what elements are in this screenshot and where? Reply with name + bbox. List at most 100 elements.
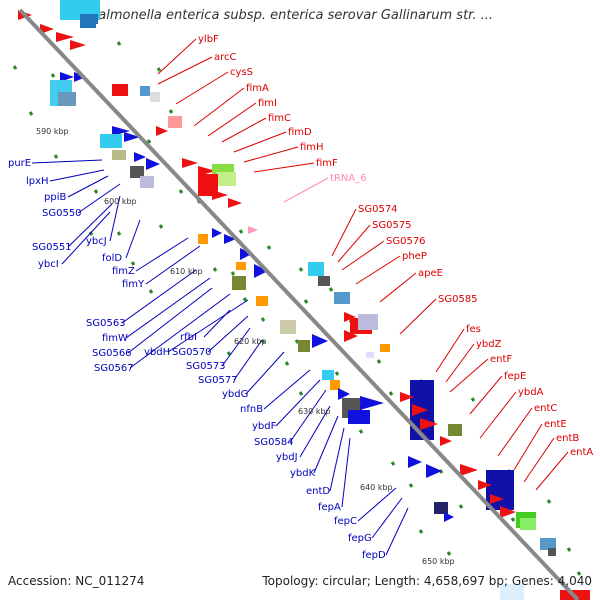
gene-arrow-8 [74, 72, 86, 82]
gene-arrow-70 [478, 480, 492, 490]
gene-label-entA: entA [570, 447, 593, 458]
gene-label-tRNA_6: tRNA_6 [330, 173, 367, 184]
gene-arrow-65 [426, 464, 442, 478]
leader-fepA [341, 437, 351, 508]
gene-label-entF: entF [490, 354, 512, 365]
gene-label-pheP: pheP [402, 251, 427, 262]
gene-arrow-24 [182, 158, 198, 168]
tick-mark-42 [130, 261, 136, 266]
gene-label-SG0550: SG0550 [42, 208, 82, 219]
gene-feature-11 [112, 84, 128, 96]
leader-ybdK [313, 415, 339, 474]
tick-mark-49 [148, 289, 154, 294]
gene-feature-27 [216, 172, 236, 186]
gene-label-SG0573: SG0573 [186, 361, 226, 372]
gene-feature-43 [280, 320, 296, 334]
tick-mark-22 [376, 359, 382, 364]
gene-label-entC: entC [534, 403, 557, 414]
gene-arrow-61 [420, 418, 438, 430]
gene-label-fimY: fimY [122, 279, 145, 290]
map-title: Salmonella enterica subsp. enterica sero… [90, 8, 493, 23]
gene-arrow-49 [344, 330, 358, 342]
tick-mark-6 [53, 154, 59, 159]
gene-feature-56 [348, 410, 370, 424]
leader-SG0563 [121, 269, 197, 324]
gene-arrow-30 [228, 198, 242, 208]
leader-arcC [157, 56, 213, 85]
leader-ylbF [157, 38, 197, 75]
tick-mark-17 [260, 317, 266, 322]
kbp-mark-600-kbp: 600 kbp [104, 197, 137, 206]
gene-arrow-36 [254, 264, 268, 278]
tick-mark-43 [212, 267, 218, 272]
tick-mark-48 [88, 231, 94, 236]
leader-SG0551 [67, 203, 113, 248]
gene-label-ybcI: ybcI [38, 259, 59, 270]
leader-cysS [175, 71, 229, 105]
tick-mark-47 [284, 361, 290, 366]
gene-arrow-21 [146, 158, 160, 170]
gene-arrow-33 [224, 234, 236, 244]
gene-label-nfnB: nfnB [240, 404, 263, 415]
leader-SG0573 [221, 327, 251, 367]
tick-mark-19 [294, 339, 300, 344]
leader-folD [125, 219, 141, 259]
leader-fimY [145, 245, 201, 285]
leader-ybdZ [445, 343, 475, 383]
gene-label-fimC: fimC [268, 113, 291, 124]
gene-label-entD: entD [306, 486, 330, 497]
gene-feature-40 [318, 276, 330, 286]
leader-fimH [243, 146, 299, 163]
gene-feature-37 [236, 262, 246, 270]
gene-label-cysS: cysS [230, 67, 253, 78]
leader-SG0570 [207, 315, 249, 353]
gene-label-fepG: fepG [348, 533, 372, 544]
genome-backbone [18, 8, 580, 600]
gene-arrow-15 [156, 126, 168, 136]
gene-feature-48 [358, 314, 378, 330]
leader-SG0585 [399, 298, 437, 335]
gene-arrow-54 [338, 388, 350, 400]
leader-rfbI [203, 309, 231, 338]
gene-label-fimF: fimF [316, 158, 338, 169]
leader-fimD [233, 131, 287, 153]
gene-arrow-35 [240, 248, 252, 260]
tick-mark-39 [390, 461, 396, 466]
gene-feature-66 [434, 502, 448, 514]
topology-text: Topology: circular; Length: 4,658,697 bp… [262, 574, 592, 588]
kbp-mark-590-kbp: 590 kbp [36, 127, 69, 136]
leader-SG0550 [77, 183, 121, 214]
gene-arrow-72 [500, 506, 516, 518]
leader-fepE [469, 375, 503, 415]
gene-label-fepA: fepA [318, 502, 341, 513]
leader-apeE [379, 272, 417, 303]
gene-label-fimW: fimW [102, 333, 128, 344]
gene-label-ybdH: ybdH [144, 347, 170, 358]
leader-entF [449, 358, 489, 393]
tick-mark-8 [93, 189, 99, 194]
tick-mark-2 [116, 41, 122, 46]
leader-fepC [357, 487, 397, 522]
tick-mark-28 [458, 504, 464, 509]
tick-mark-33 [576, 571, 582, 576]
kbp-mark-610-kbp: 610 kbp [170, 267, 203, 276]
tick-mark-18 [328, 287, 334, 292]
leader-entD [329, 427, 345, 492]
kbp-mark-620-kbp: 620 kbp [234, 337, 267, 346]
kbp-mark-640-kbp: 640 kbp [360, 483, 393, 492]
tick-mark-15 [298, 267, 304, 272]
gene-label-ybcJ: ybcJ [86, 236, 107, 247]
tick-mark-16 [303, 299, 309, 304]
leader-fimA [193, 87, 245, 127]
gene-arrow-20 [134, 152, 146, 162]
gene-feature-19 [112, 150, 126, 160]
tick-mark-45 [260, 339, 266, 344]
gene-arrow-16 [112, 126, 130, 136]
leader-tRNA_6 [283, 177, 329, 203]
leader-SG0574 [331, 208, 357, 257]
tick-mark-34 [418, 529, 424, 534]
gene-label-apeE: apeE [418, 268, 443, 279]
gene-feature-44 [298, 340, 310, 352]
